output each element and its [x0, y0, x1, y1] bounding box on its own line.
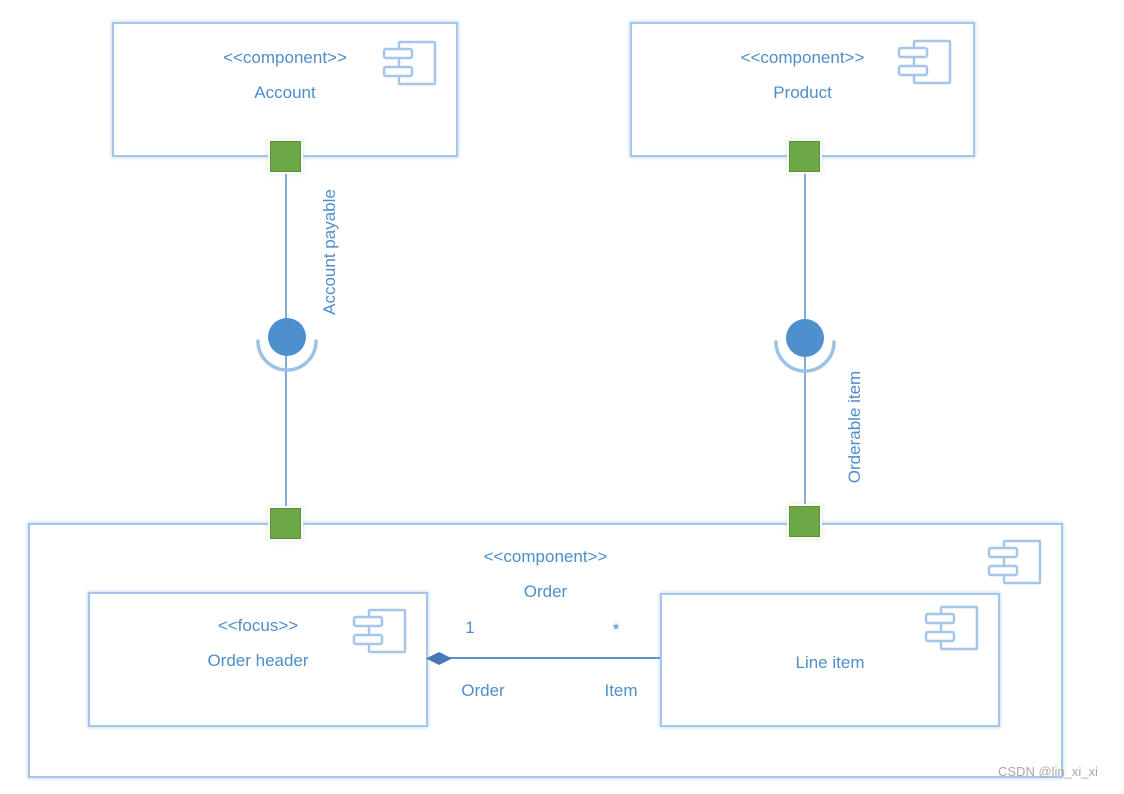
- component-product: <<component>> Product: [630, 22, 975, 157]
- product-name: Product: [773, 83, 832, 102]
- multiplicity-source: 1: [465, 618, 475, 637]
- component-order-header: <<focus>> Order header: [88, 592, 428, 727]
- component-icon: [987, 539, 1042, 585]
- port-square-account: [270, 141, 301, 172]
- port-square-product: [789, 141, 820, 172]
- port-square-order-right: [789, 506, 820, 537]
- interface-label-account-payable: Account payable: [320, 189, 339, 315]
- component-icon: [897, 39, 952, 85]
- aggregation-diamond-icon: [426, 652, 452, 665]
- role-label-item: Item: [604, 681, 638, 700]
- ball-icon: [786, 319, 824, 357]
- ball-icon: [268, 318, 306, 356]
- account-name: Account: [254, 83, 316, 102]
- order-stereotype: <<component>>: [483, 547, 608, 566]
- order-header-stereotype: <<focus>>: [217, 616, 299, 635]
- component-line-item: Line item: [660, 593, 1000, 727]
- socket-arc-icon: [774, 340, 836, 373]
- watermark: CSDN @lin_xi_xi: [998, 764, 1098, 779]
- component-icon: [924, 605, 979, 651]
- port-square-order-left: [270, 508, 301, 539]
- interface-label-orderable-item: Orderable item: [845, 370, 864, 484]
- role-label-order: Order: [461, 681, 505, 700]
- product-stereotype: <<component>>: [740, 48, 865, 67]
- component-icon: [352, 608, 407, 654]
- component-icon: [382, 40, 437, 86]
- order-header-name: Order header: [207, 651, 309, 670]
- order-name: Order: [523, 582, 568, 601]
- component-account: <<component>> Account: [112, 22, 458, 157]
- multiplicity-target: *: [612, 620, 620, 639]
- line-item-name: Line item: [795, 653, 865, 672]
- account-stereotype: <<component>>: [223, 48, 347, 67]
- association-line: [436, 657, 660, 659]
- socket-arc-icon: [256, 339, 318, 372]
